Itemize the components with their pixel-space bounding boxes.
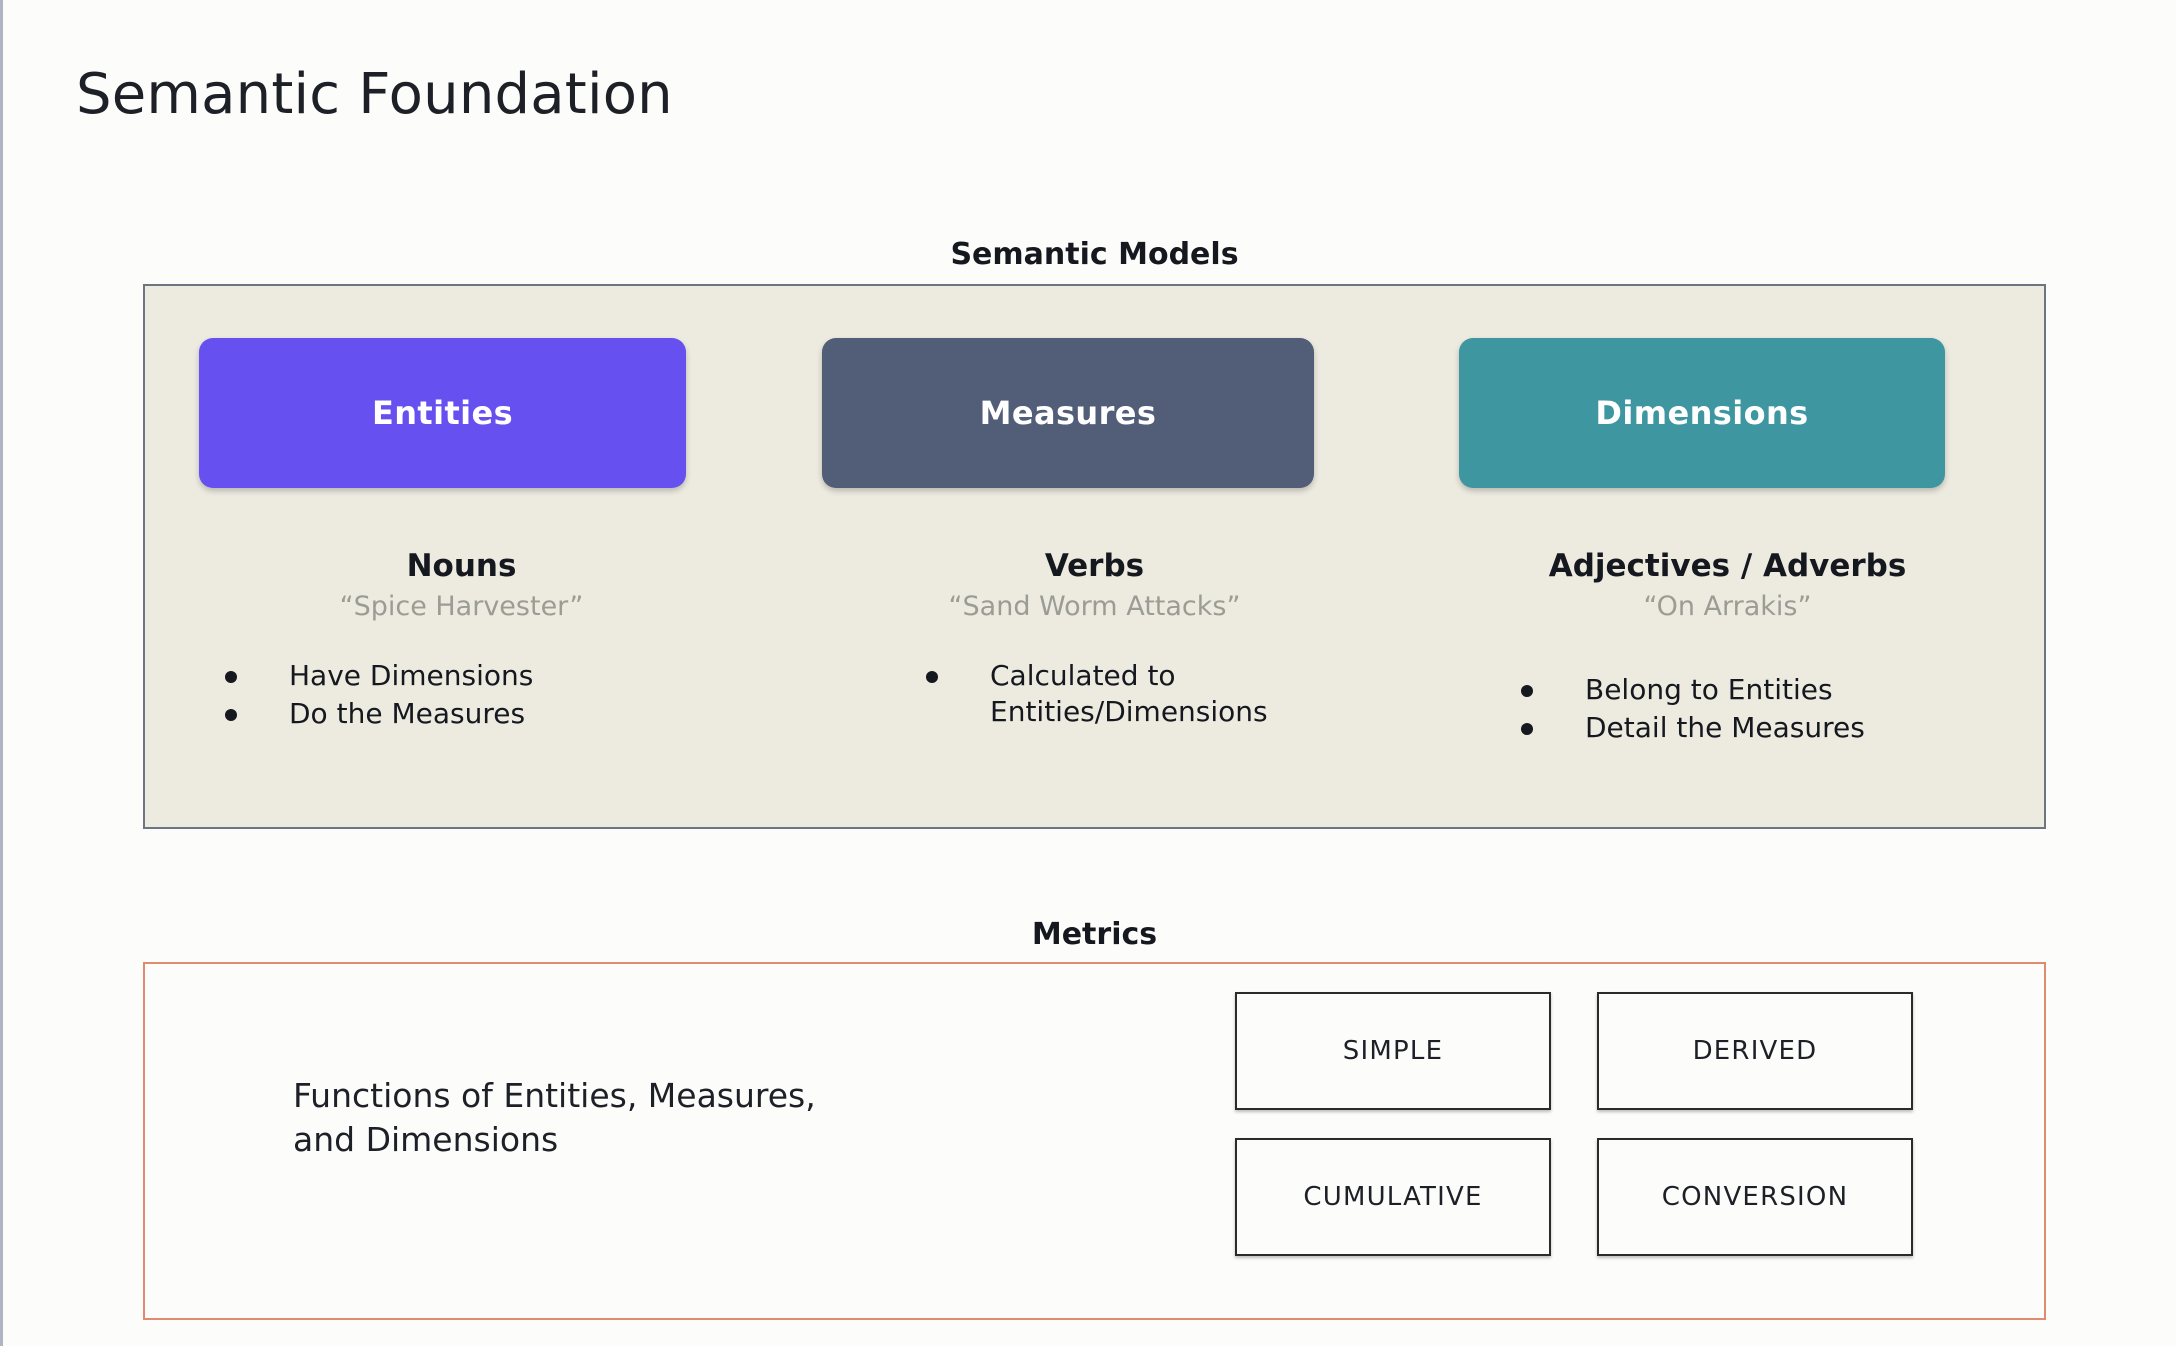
metric-card-derived[interactable]: DERIVED [1597,992,1913,1110]
dimensions-part-of-speech: Adjectives / Adverbs [1548,548,1907,584]
bullet-dot-icon [225,671,237,683]
entities-bullet-1: Do the Measures [289,696,526,730]
metric-card-conversion[interactable]: CONVERSION [1597,1138,1913,1256]
semantic-models-heading: Semantic Models [950,237,1239,272]
bullet-dot-icon [1521,685,1533,697]
left-edge-rule [0,0,3,1346]
semantic-models-columns: Entities Nouns “Spice Harvester” Have Di… [145,286,2044,827]
entities-bullet-0: Have Dimensions [289,659,534,692]
bullet-dot-icon [225,708,237,721]
dimensions-bullet-0: Belong to Entities [1585,673,1833,706]
bullet-dot-icon [1521,722,1533,735]
dimensions-bullet-1: Detail the Measures [1585,710,1865,744]
entities-bullet-list: Have Dimensions Do the Measures [225,658,533,734]
measures-bullet-list: Calculated to Entities/Dimensions [926,658,1268,732]
bullet-dot-icon [926,671,938,683]
page-title: Semantic Foundation [76,62,673,127]
metrics-description: Functions of Entities, Measures, and Dim… [293,1076,816,1159]
semantic-model-column-dimensions: Dimensions Adjectives / Adverbs “On Arra… [1411,286,2044,827]
dimensions-bullet-list: Belong to Entities Detail the Measures [1521,672,1865,748]
metrics-panel: Functions of Entities, Measures, and Dim… [143,962,2046,1320]
dimensions-example-quote: “On Arrakis” [1643,591,1812,622]
semantic-models-panel: Entities Nouns “Spice Harvester” Have Di… [143,284,2046,829]
dimensions-pill[interactable]: Dimensions [1459,338,1945,488]
list-item: Have Dimensions [225,658,533,694]
measures-pill[interactable]: Measures [822,338,1314,488]
list-item: Belong to Entities [1521,672,1865,708]
entities-example-quote: “Spice Harvester” [339,591,584,622]
measures-part-of-speech: Verbs [1044,548,1145,584]
metrics-heading: Metrics [1031,917,1158,952]
measures-bullet-0: Calculated to Entities/Dimensions [990,659,1268,728]
entities-part-of-speech: Nouns [406,548,517,584]
entities-pill[interactable]: Entities [199,338,686,488]
measures-example-quote: “Sand Worm Attacks” [948,591,1241,622]
metric-card-cumulative[interactable]: CUMULATIVE [1235,1138,1551,1256]
metric-card-simple[interactable]: SIMPLE [1235,992,1551,1110]
list-item: Detail the Measures [1521,710,1865,746]
metrics-type-grid: SIMPLE DERIVED CUMULATIVE CONVERSION [1235,992,1913,1256]
list-item: Do the Measures [225,696,533,732]
semantic-model-column-measures: Measures Verbs “Sand Worm Attacks” Calcu… [778,286,1411,827]
list-item: Calculated to Entities/Dimensions [926,658,1268,730]
semantic-model-column-entities: Entities Nouns “Spice Harvester” Have Di… [145,286,778,827]
